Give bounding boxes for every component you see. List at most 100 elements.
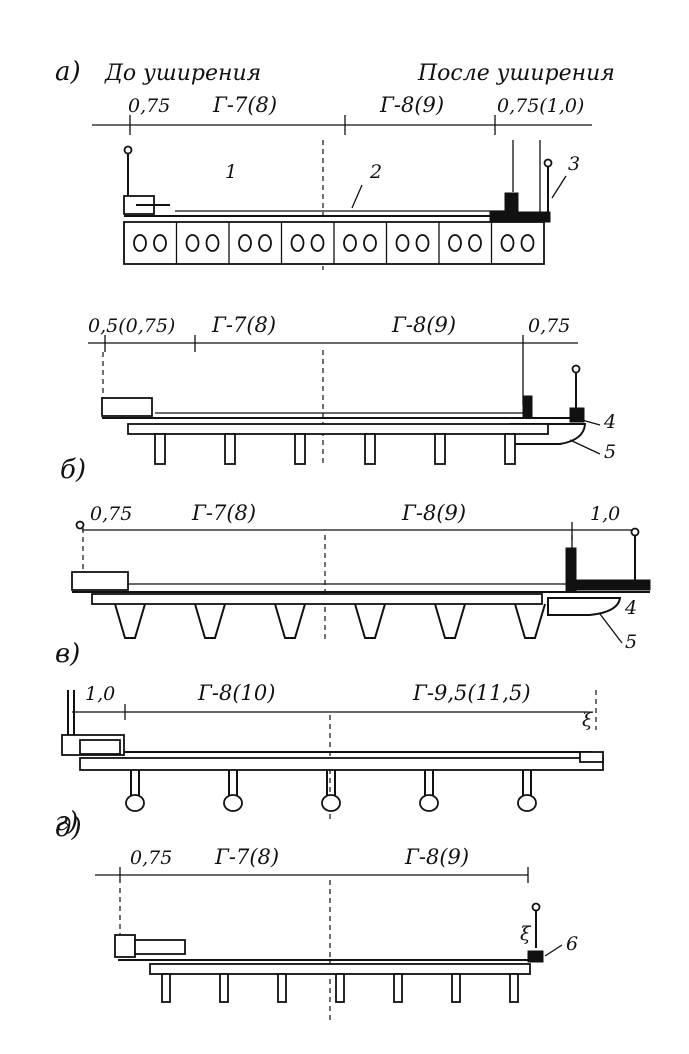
section-b-letter: б) — [60, 455, 86, 485]
tapered-rib — [114, 603, 146, 639]
section-v-dim-4: 1,0 — [590, 503, 620, 525]
railing-post-icon — [75, 520, 85, 530]
section-a-dim-4: 0,75(1,0) — [497, 95, 584, 117]
deck-slab — [127, 423, 549, 435]
section-b-dim-3: Г-8(9) — [391, 313, 456, 337]
section-d-dim-1: 0,75 — [130, 847, 172, 869]
bulb-rib-flange — [125, 794, 145, 812]
beam-rib — [393, 973, 403, 1003]
callout-6-leader — [544, 944, 563, 957]
callout-2-leader — [351, 184, 363, 209]
left-curb — [101, 397, 153, 417]
section-g-letter: г) — [55, 807, 78, 837]
railing-post-icon — [571, 364, 581, 374]
tapered-beam-ribs — [114, 603, 546, 639]
bulb-beam-ribs — [125, 770, 537, 812]
section-d: 0,75 Г-7(8) Г-8(9) ξ 6 д) — [55, 813, 578, 1020]
callout-3: 3 — [568, 153, 580, 175]
section-v: 0,75 Г-7(8) Г-8(9) 1,0 4 5 в) — [55, 501, 651, 669]
slab-void — [310, 234, 325, 252]
callout-5-leader — [569, 439, 601, 455]
callout-3-leader — [551, 175, 567, 199]
callout-5-leader — [599, 613, 623, 644]
slab-void — [153, 234, 167, 252]
section-a-dim-3: Г-8(9) — [379, 93, 444, 117]
section-d-letter: д) — [55, 813, 82, 843]
section-d-dim-2: Г-7(8) — [214, 845, 279, 869]
beam-rib — [335, 973, 345, 1003]
bulb-rib-flange — [419, 794, 439, 812]
slab-void — [395, 234, 410, 252]
beam-rib — [451, 973, 461, 1003]
slab-void — [185, 234, 200, 252]
beam-ribs — [161, 973, 519, 1003]
slab-void — [448, 234, 462, 252]
callout-2: 2 — [369, 161, 382, 183]
new-pavement-strip — [575, 579, 651, 591]
beam-rib — [364, 433, 376, 465]
widening-cantilever — [510, 423, 587, 445]
callout-5: 5 — [604, 441, 616, 463]
section-v-dim-2: Г-7(8) — [191, 501, 256, 525]
left-curb — [71, 571, 129, 591]
section-g-dim-3: Г-9,5(11,5) — [412, 681, 531, 705]
curb-insert — [79, 739, 121, 755]
widening-cantilever — [547, 597, 622, 616]
slab-void — [468, 234, 482, 252]
beam-rib — [161, 973, 171, 1003]
curb-insert — [134, 939, 186, 955]
section-v-dim-3: Г-8(9) — [401, 501, 466, 525]
section-v-letter: в) — [55, 639, 80, 669]
beam-rib — [277, 973, 287, 1003]
beam-rib — [294, 433, 306, 465]
new-cantilever-end — [579, 751, 604, 763]
deck-slab — [79, 757, 604, 771]
slab-void — [290, 234, 305, 252]
section-b-dim-2: Г-7(8) — [211, 313, 276, 337]
bulb-rib-flange — [517, 794, 537, 812]
new-curb-block — [527, 950, 544, 963]
section-g: 1,0 Г-8(10) Г-9,5(11,5) ξ г) — [55, 681, 604, 837]
section-d-dim-3: Г-8(9) — [404, 845, 469, 869]
new-curb-block — [569, 407, 585, 423]
railing-post-icon — [630, 527, 640, 537]
slab-void — [205, 234, 220, 252]
section-g-dim-1: 1,0 — [85, 683, 115, 705]
slab-void — [238, 234, 252, 252]
beam-rib — [509, 973, 519, 1003]
railing-post-icon — [123, 145, 133, 155]
beam-rib — [434, 433, 446, 465]
new-pavement-strip — [489, 211, 551, 223]
section-b: 0,5(0,75) Г-7(8) Г-8(9) 0,75 4 5 б) — [60, 313, 616, 485]
deck-slab — [149, 963, 531, 975]
slab-void — [500, 234, 515, 252]
railing-spring-icon: ξ — [582, 709, 594, 731]
new-curb-block — [522, 395, 533, 419]
bulb-rib-flange — [321, 794, 341, 812]
bulb-rib-flange — [223, 794, 243, 812]
callout-1: 1 — [225, 161, 237, 183]
beam-rib — [219, 973, 229, 1003]
section-a-letter: а) — [55, 57, 81, 87]
after-widening-heading: После уширения — [417, 61, 615, 86]
callout-4: 4 — [603, 411, 616, 433]
section-a-dim-1: 0,75 — [128, 95, 170, 117]
beam-rib — [224, 433, 236, 465]
railing-spring-icon: ξ — [520, 923, 532, 945]
beam-rib — [504, 433, 516, 465]
slab-void — [415, 234, 430, 252]
slab-void — [258, 234, 272, 252]
slab-void — [133, 234, 147, 252]
callout-4-leader — [581, 419, 601, 426]
before-widening-heading: До уширения — [104, 61, 261, 86]
new-curb-block — [565, 547, 577, 593]
tapered-rib — [274, 603, 306, 639]
section-a-dim-2: Г-7(8) — [212, 93, 277, 117]
tapered-rib — [434, 603, 466, 639]
tapered-rib — [194, 603, 226, 639]
railing-post-icon — [531, 902, 541, 912]
left-curb — [114, 934, 136, 958]
callout-6: 6 — [566, 933, 578, 955]
